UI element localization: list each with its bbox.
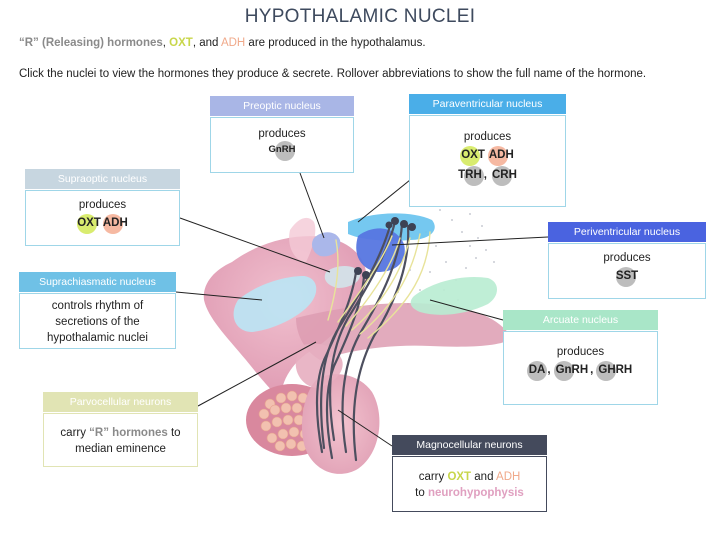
neuron-bodies xyxy=(354,217,416,279)
supraoptic-hormone-row: OXT ADH xyxy=(26,214,179,234)
supraoptic-produces-label: produces xyxy=(78,199,127,211)
suprachiasmatic-nucleus-button[interactable]: Suprachiasmatic nucleus xyxy=(19,272,176,292)
arcuate-separator-2: , xyxy=(590,364,594,376)
hypothalamus-floor xyxy=(296,302,512,360)
preoptic-lobe xyxy=(289,217,316,262)
page-title: HYPOTHALAMIC NUCLEI xyxy=(244,6,476,27)
arcuate-shape xyxy=(410,276,497,315)
hormone-adh[interactable]: ADH xyxy=(487,146,515,166)
intro-adh[interactable]: ADH xyxy=(220,37,246,49)
paraventricular-row2: TRH , CRH xyxy=(410,166,565,186)
hormone-da[interactable]: DA xyxy=(526,361,547,381)
instructions-text: Click the nuclei to view the hormones th… xyxy=(19,68,647,80)
paraventricular-nucleus-button[interactable]: Paraventricular nucleus xyxy=(409,94,566,114)
periventricular-info-box: produces SST xyxy=(548,243,706,299)
intro-and: , and xyxy=(192,37,221,49)
hormone-crh[interactable]: CRH xyxy=(491,166,517,186)
hormone-trh[interactable]: TRH xyxy=(458,166,485,186)
magnocellular-neurohypophysis: neurohypophysis xyxy=(427,487,524,499)
hormone-oxt[interactable]: OXT xyxy=(460,146,486,166)
intro-oxt[interactable]: OXT xyxy=(169,37,193,49)
magnocellular-line1: carry OXT and ADH xyxy=(393,469,546,485)
magnocellular-info-box: carry OXT and ADH to neurohypophysis xyxy=(392,456,547,512)
intro-releasing-label: “R” (Releasing) hormones xyxy=(19,37,163,49)
magnocellular-neurons-button[interactable]: Magnocellular neurons xyxy=(392,435,547,455)
supraoptic-info-box: produces OXT ADH xyxy=(25,190,180,246)
parvocellular-fibers xyxy=(327,231,431,339)
periventricular-nucleus-button[interactable]: Periventricular nucleus xyxy=(548,222,706,242)
intro-rest: are produced in the hypothalamus. xyxy=(245,37,426,49)
posterior-pituitary xyxy=(301,374,380,474)
hormone-sst[interactable]: SST xyxy=(615,267,638,287)
preoptic-nucleus-button[interactable]: Preoptic nucleus xyxy=(210,96,354,116)
magnocellular-and: and xyxy=(471,471,497,483)
magnocellular-to: to xyxy=(415,487,428,499)
parvocellular-to: to xyxy=(167,427,181,439)
periventricular-hormone-row: SST xyxy=(549,267,705,287)
arcuate-info-box: produces DA , GnRH , GHRH xyxy=(503,331,658,405)
suprachiasmatic-line3: hypothalamic nuclei xyxy=(46,332,148,344)
hormone-gnrh[interactable]: GnRH xyxy=(269,141,295,161)
hormone-ghrh[interactable]: GHRH xyxy=(596,361,632,381)
paraventricular-info-box: produces OXT ADH TRH , CRH xyxy=(409,115,566,207)
intro-comma: , xyxy=(162,37,170,49)
arcuate-nucleus-button[interactable]: Arcuate nucleus xyxy=(503,310,658,330)
preoptic-produces-label: produces xyxy=(258,128,306,140)
magnocellular-line2: to neurohypophysis xyxy=(393,485,546,501)
arcuate-hormone-row: DA , GnRH , GHRH xyxy=(504,361,657,381)
hormone-gnrh[interactable]: GnRH xyxy=(553,361,588,381)
leader-lines xyxy=(175,172,549,447)
optic-chiasm-shape xyxy=(233,276,317,332)
parvocellular-line1: carry “R” hormones to xyxy=(44,425,197,441)
parvocellular-carry: carry xyxy=(60,427,90,439)
paraventricular-row1: OXT ADH xyxy=(410,146,565,166)
parvocellular-info-box: carry “R” hormones to median eminence xyxy=(43,413,198,467)
parvocellular-line2: median eminence xyxy=(75,443,166,455)
parvocellular-neurons-button[interactable]: Parvocellular neurons xyxy=(43,392,198,412)
magnocellular-carry: carry xyxy=(418,471,448,483)
magnocellular-adh[interactable]: ADH xyxy=(496,471,521,483)
preoptic-hormone-row: GnRH xyxy=(211,141,353,161)
hormone-oxt[interactable]: OXT xyxy=(77,214,101,234)
magnocellular-oxt[interactable]: OXT xyxy=(447,471,472,483)
intro-line: “R” (Releasing) hormones, OXT, and ADH a… xyxy=(19,37,426,49)
arcuate-produces-label: produces xyxy=(556,346,605,358)
paraventricular-produces-label: produces xyxy=(463,131,512,143)
preoptic-shape xyxy=(312,232,341,257)
paraventricular-separator: , xyxy=(483,169,487,181)
suprachiasmatic-line2: secretions of the xyxy=(55,316,140,328)
periventricular-produces-label: produces xyxy=(603,252,651,264)
supraoptic-shape xyxy=(324,266,361,288)
suprachiasmatic-line1: controls rhythm of xyxy=(51,300,144,312)
hormone-adh[interactable]: ADH xyxy=(102,214,128,234)
parvocellular-r-hormones: “R” hormones xyxy=(89,427,168,439)
supraoptic-nucleus-button[interactable]: Supraoptic nucleus xyxy=(25,169,180,189)
arcuate-separator-1: , xyxy=(547,364,551,376)
preoptic-info-box: produces GnRH xyxy=(210,117,354,173)
suprachiasmatic-info-box: controls rhythm of secretions of the hyp… xyxy=(19,293,176,349)
